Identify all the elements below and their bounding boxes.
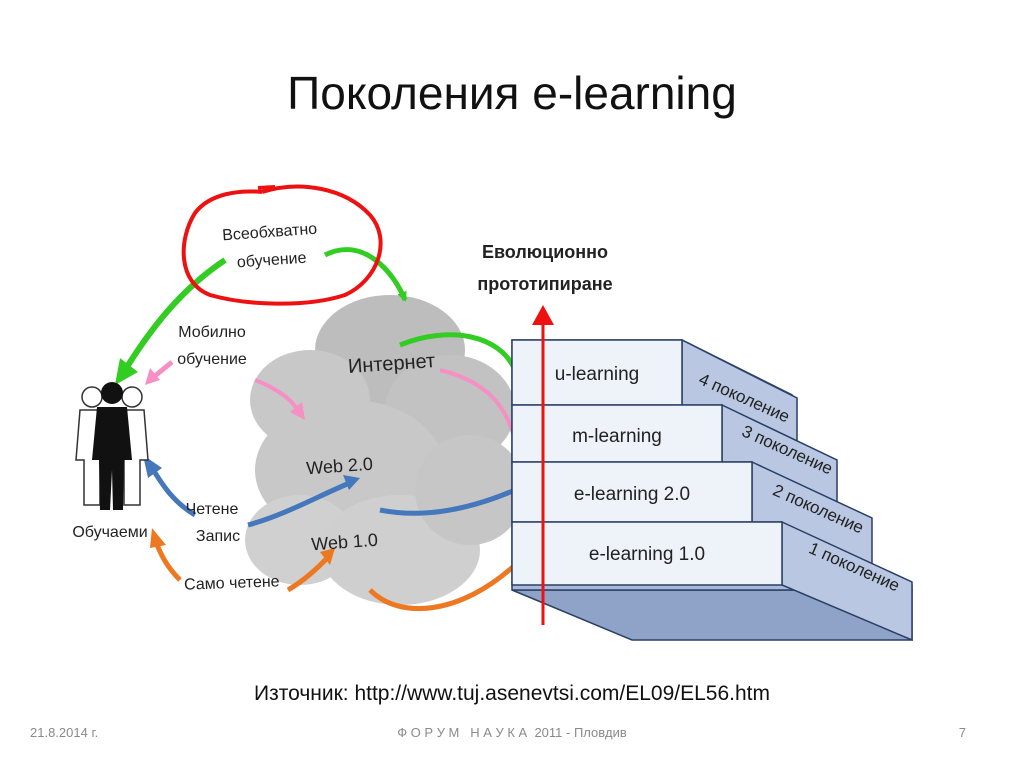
blue-arrow-steps [379,487,516,516]
blue-arrow-web2 [247,479,353,528]
footer-page-number: 7 [958,725,966,740]
mobile-label-line1: Мобилно [178,324,246,341]
step-1-name: e-learning 1.0 [589,544,705,565]
orange-arrowhead-web1 [320,548,335,565]
red-dash-annotation [257,185,276,190]
red-circle-annotation [181,184,383,306]
orange-arrow-steps [368,563,517,611]
comprehensive-label-line1: Всеобхватно [222,221,318,245]
read-only-label: Само четене [184,573,280,593]
learners-label: Обучаеми [72,524,147,541]
read-write-label-line2: Запис [196,528,240,545]
comprehensive-label-line2: обучение [236,250,307,272]
step-3-name: m-learning [572,426,662,447]
green-arrowhead-left [115,358,138,385]
evolution-arrowhead [532,305,554,325]
read-write-label-line1: Четене [186,501,239,518]
web2-label: Web 2.0 [306,454,374,479]
evolution-label-line1: Еволюционно [482,242,608,262]
green-arrow-top [323,247,408,302]
step-4-name: u-learning [555,364,640,385]
blue-arrowhead-web2 [343,475,360,490]
pink-arrowhead [290,402,305,420]
web1-label: Web 1.0 [311,530,379,555]
evolution-label-line2: прототипиране [477,274,612,294]
step-2-name: e-learning 2.0 [574,484,690,505]
green-arrow-left [122,257,227,372]
learners-icon [75,382,149,510]
footer-event: Ф О Р У М Н А У К А 2011 - Пловдив [397,725,627,740]
steps-staircase [511,338,913,642]
pink-arrowhead-left [145,368,160,385]
slide-title: Поколения e-learning [287,67,737,119]
footer-date: 21.8.2014 г. [30,725,99,740]
source-citation: Източник: http://www.tuj.asenevtsi.com/E… [254,682,770,705]
green-arrow-internet [399,332,518,372]
mobile-label-line2: обучение [177,351,247,368]
orange-arrowhead-left [150,528,166,548]
